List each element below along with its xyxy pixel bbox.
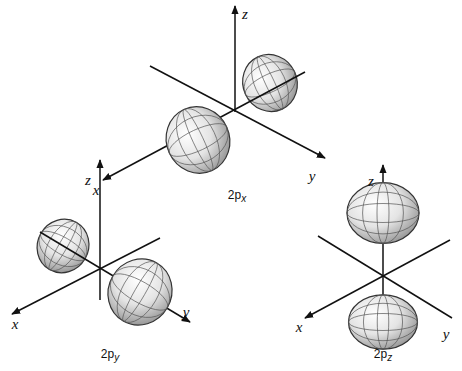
axis-label: y xyxy=(309,169,316,184)
axis-label: y xyxy=(443,327,450,342)
orbital-caption: 2px xyxy=(228,189,246,204)
axis-label: x xyxy=(12,317,19,332)
pz-orbital xyxy=(305,165,452,349)
axis-label: z xyxy=(368,174,374,189)
orbital-caption: 2py xyxy=(101,348,119,363)
axis-label: x xyxy=(296,320,303,335)
py-orbital xyxy=(12,160,190,337)
axis-label: y xyxy=(183,305,190,320)
orbital-caption: 2pz xyxy=(374,348,392,363)
axis-label: z xyxy=(85,173,91,188)
axis-label: x xyxy=(93,183,100,198)
axis-label: z xyxy=(242,7,248,22)
px-orbital xyxy=(103,6,325,184)
